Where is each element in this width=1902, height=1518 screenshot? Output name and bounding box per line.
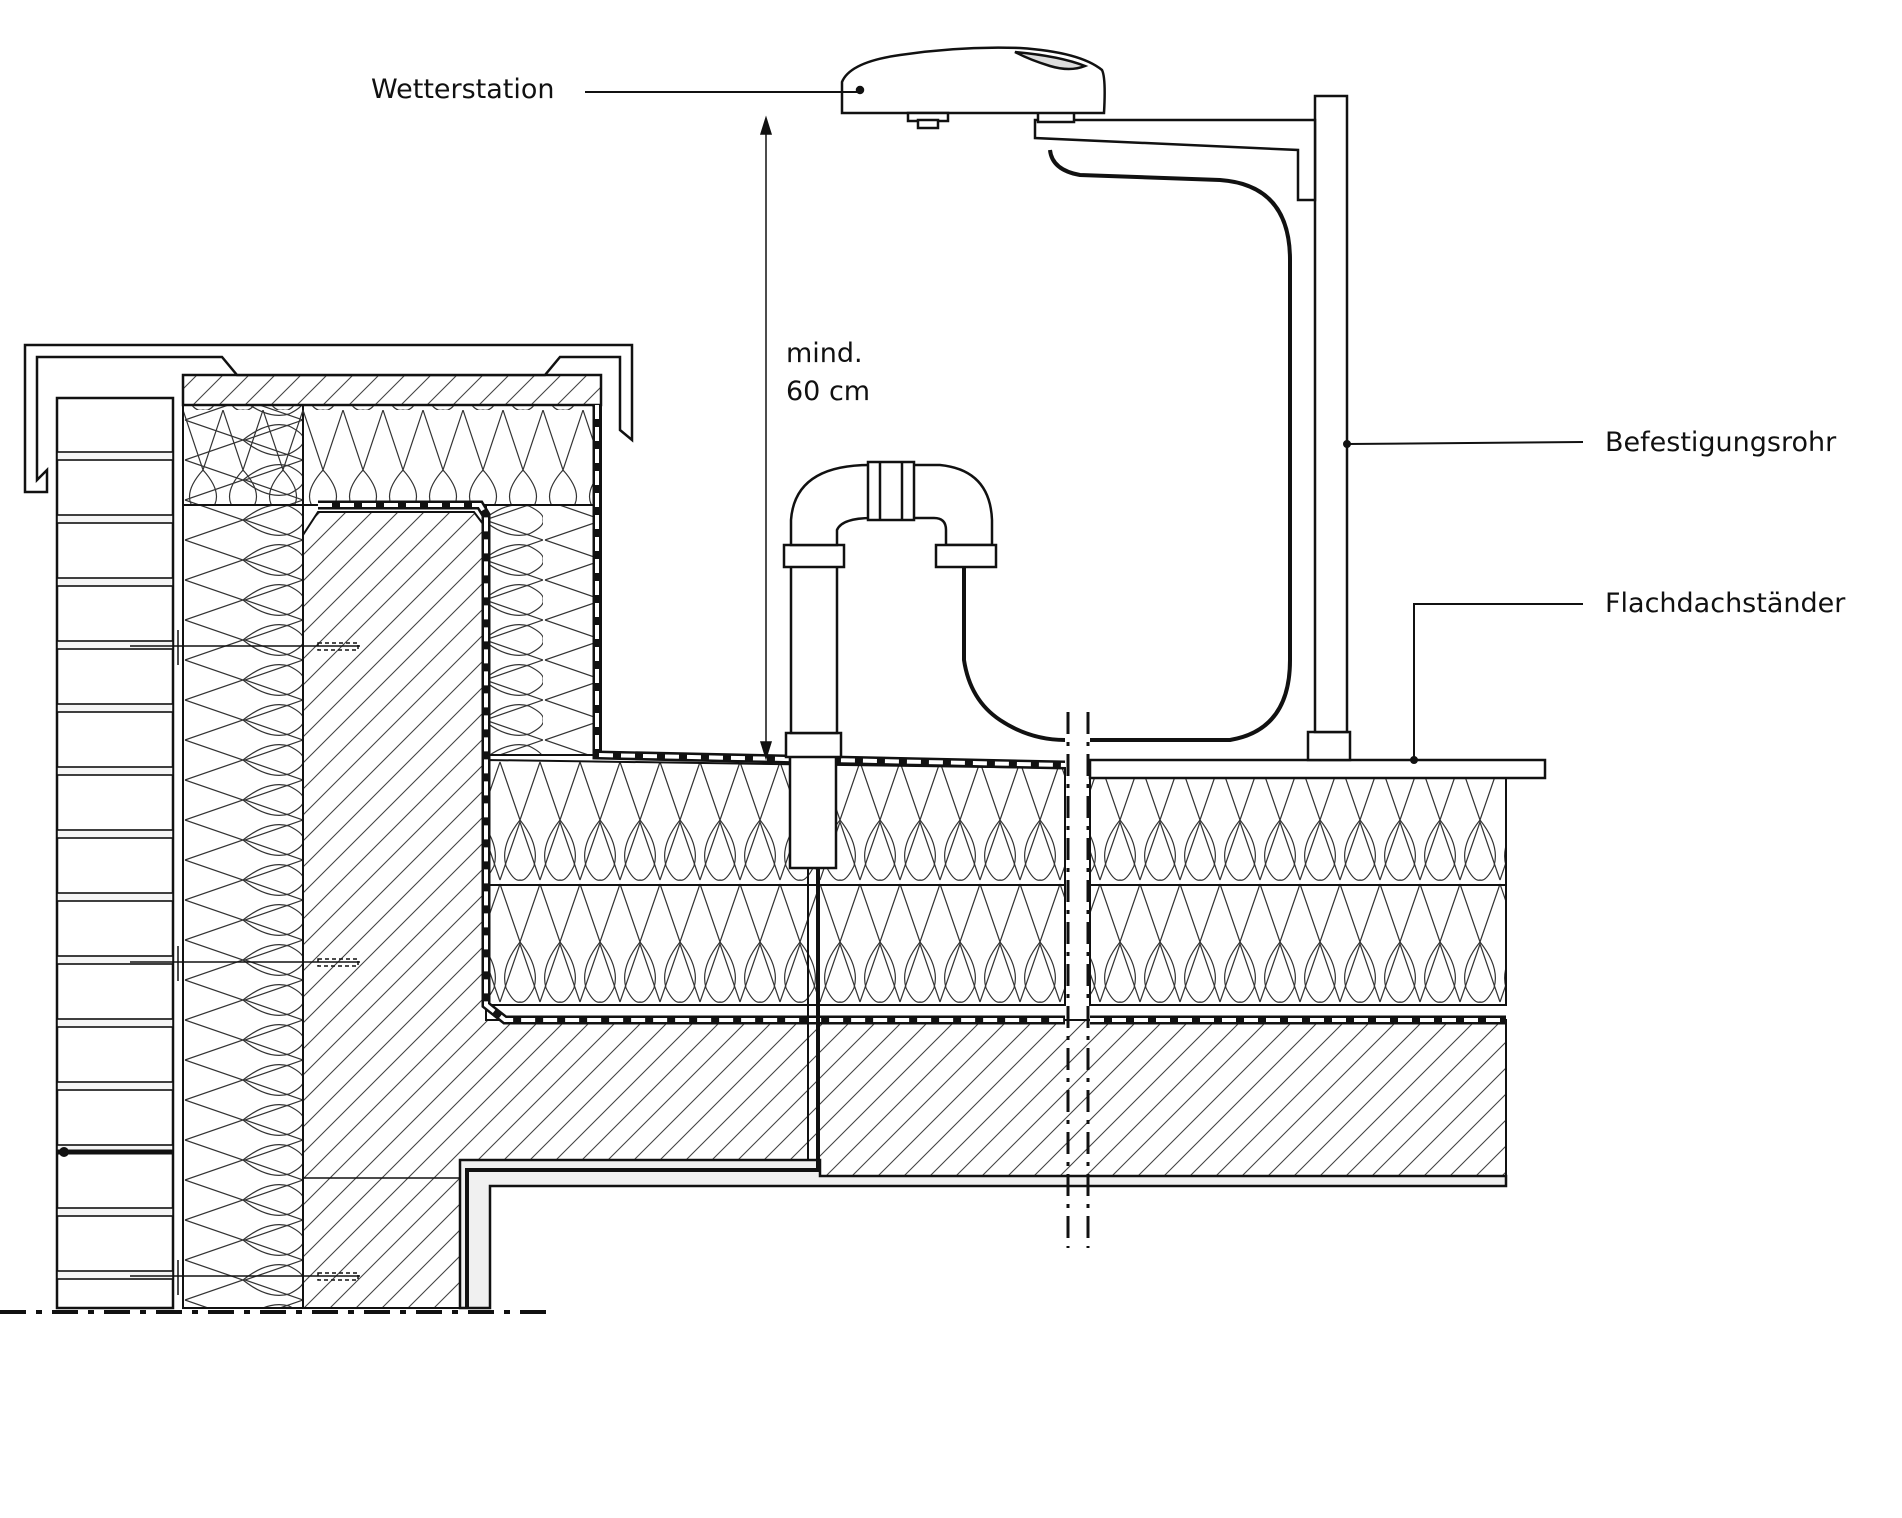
break-line <box>1066 712 1090 1248</box>
label-dimension-line1: mind. <box>786 338 863 369</box>
label-mounting-pipe: Befestigungsrohr <box>1605 427 1837 458</box>
label-dimension-line2: 60 cm <box>786 376 870 407</box>
wall-insulation <box>182 404 304 1309</box>
leader-lines <box>585 91 1584 764</box>
roof-insulation <box>485 758 1507 1006</box>
ceiling-plaster <box>458 1158 1508 1310</box>
label-flat-roof-stand: Flachdachständer <box>1605 588 1846 619</box>
sensor-cable <box>962 149 1292 742</box>
weather-station <box>840 46 1106 130</box>
label-weather-station: Wetterstation <box>371 74 555 105</box>
wall-anchors <box>130 630 360 1295</box>
flat-roof-stand <box>1033 94 1547 780</box>
height-dimension <box>759 115 773 761</box>
cable-indoor <box>460 868 820 1308</box>
parapet-cap-flashing <box>23 343 634 494</box>
brick-facade <box>55 396 175 1310</box>
